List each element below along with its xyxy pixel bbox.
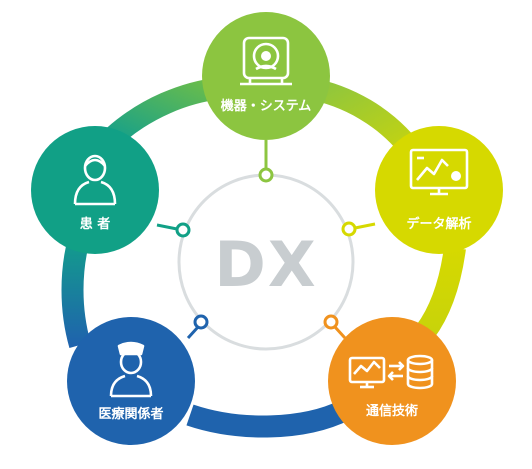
connector-dot-equipment	[258, 167, 274, 183]
node-equipment-label: 機器・システム	[221, 98, 312, 114]
arc-comm-staff	[186, 400, 350, 438]
node-comm-circle	[328, 317, 456, 445]
node-comm: 通信技術	[328, 317, 456, 445]
connector-dot-comm	[323, 314, 339, 330]
node-patient: 患 者	[31, 126, 159, 254]
connector-data	[354, 222, 376, 230]
patient-icon	[73, 154, 117, 206]
node-patient-circle	[31, 126, 159, 254]
node-data-label: データ解析	[406, 216, 471, 232]
analytics-board-icon	[409, 148, 469, 196]
connector-patient	[156, 223, 178, 231]
mri-scanner-icon	[240, 36, 292, 86]
node-patient-label: 患 者	[80, 216, 111, 232]
node-data: データ解析	[375, 126, 503, 254]
connectors	[156, 140, 376, 340]
node-staff: 医療関係者	[67, 317, 195, 445]
center-label: DX	[214, 228, 317, 301]
connector-dot-staff	[193, 314, 209, 330]
node-staff-circle	[67, 317, 195, 445]
connector-dot-data	[341, 221, 357, 237]
node-equipment: 機器・システム	[202, 12, 330, 140]
node-comm-label: 通信技術	[366, 403, 418, 419]
monitor-database-icon	[348, 354, 434, 390]
connector-comm	[333, 325, 347, 340]
arc-data-comm	[416, 246, 466, 339]
node-staff-label: 医療関係者	[98, 406, 163, 422]
nurse-icon	[109, 341, 153, 398]
node-equipment-circle	[202, 12, 330, 140]
connector-dot-patient	[175, 222, 191, 238]
connector-staff	[186, 325, 200, 340]
